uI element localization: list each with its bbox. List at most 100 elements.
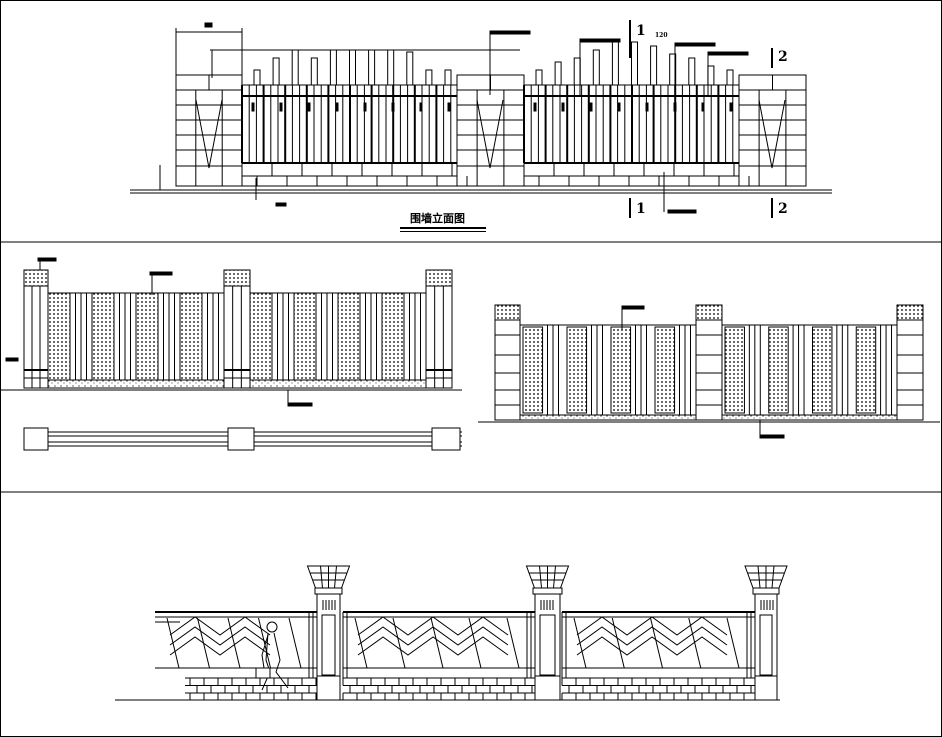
diagonal-bar [726,617,740,669]
post-top [272,57,280,86]
perforated-panel [566,326,588,414]
diagonal-bar [227,617,241,669]
title-underline-thin [400,231,486,232]
person-leg [261,632,271,691]
picket-slot [729,102,733,112]
perforated-panel [812,326,833,414]
pillar-cap-base [532,587,563,595]
leader-tag [489,30,531,35]
post-top [573,57,581,86]
pillar [754,593,778,701]
plan-pillar [23,427,49,451]
person-arm [261,634,269,669]
zigzag-ornament [169,616,271,636]
diagonal-bar [258,617,271,669]
leader-tag [674,42,716,47]
diagonal-bar [197,617,210,669]
leader-tag [37,257,57,262]
pillar [23,285,49,389]
picket-slot [251,102,255,112]
pillar-cap-base [314,587,343,595]
perforated-panel [47,292,71,381]
picket-slot [533,102,537,112]
zigzag-ornament [169,626,271,646]
picket-slot [645,102,649,112]
diagonal-bar [166,617,180,669]
post-top [425,69,433,86]
post-top [726,69,734,86]
leader-tag [149,271,173,276]
zigzag-ornament [576,616,728,636]
pillar-niche [539,614,556,676]
zigzag-ornament [576,636,728,656]
perforated-panel [381,292,405,381]
zigzag-ornament [169,636,271,656]
post-top [611,41,619,86]
post-top [650,45,658,86]
perforated-panel [135,292,159,381]
zigzag-ornament [576,626,728,646]
picket-slot [363,102,367,112]
perforated-panel [293,292,317,381]
perforated-panel [522,326,544,414]
diagonal-bar [688,617,702,669]
post-top [554,61,562,86]
gravel-base [249,379,427,389]
pillar [316,593,341,701]
leader-tag [579,38,621,43]
picket-slot [673,102,677,112]
picket-slot [589,102,593,112]
post-top [349,49,356,86]
post-top [688,57,696,86]
stone-pier [738,74,807,187]
v-ornament [195,99,223,169]
person-leg [273,632,289,689]
picket-slot [617,102,621,112]
post-top [631,41,638,86]
diagonal-bar [468,617,482,669]
leader-tag [621,305,645,310]
leader-tag [5,357,19,362]
plan-pillar [227,427,255,451]
section-mark-1-bottom: 1 [636,201,646,217]
perforated-panel [249,292,273,381]
pillar [534,593,561,701]
dimension-label: 120 [655,32,668,39]
section-mark-1-top: 1 [636,23,646,39]
pillar-cap-base [752,587,780,595]
lamp-slat [757,565,761,589]
leader-tag [707,51,749,56]
plan-pillar [431,427,461,451]
lamp-slat [771,565,775,589]
picket-slot [447,102,451,112]
section-mark-2-bottom: 2 [778,201,788,217]
picket-slot [561,102,565,112]
perforated-panel [179,292,203,381]
post-top [368,49,376,86]
stone-pier [175,74,243,187]
perforated-panel [91,292,115,381]
pillar-cap [896,304,924,321]
title-underline [400,227,486,229]
lamp-slat [320,565,323,589]
pillar-cap [695,304,723,321]
post-top [329,49,337,86]
zigzag-ornament [357,616,509,636]
diagonal-bar [611,617,625,669]
diagonal-bar [392,617,406,669]
zigzag-ornament [357,626,509,646]
diagonal-bar [288,617,302,669]
picket-slot [419,102,423,112]
diagonal-bar [573,617,587,669]
picket-slot [701,102,705,112]
pillar [223,285,251,389]
section-mark-2-top: 2 [778,49,788,65]
post-top [669,53,677,86]
lamp-slat [334,565,337,589]
v-ornament [758,99,786,169]
post-top [535,69,543,86]
perforated-panel [337,292,361,381]
post-top [707,65,715,86]
pillar-niche [759,614,773,676]
briefcase [255,667,271,679]
